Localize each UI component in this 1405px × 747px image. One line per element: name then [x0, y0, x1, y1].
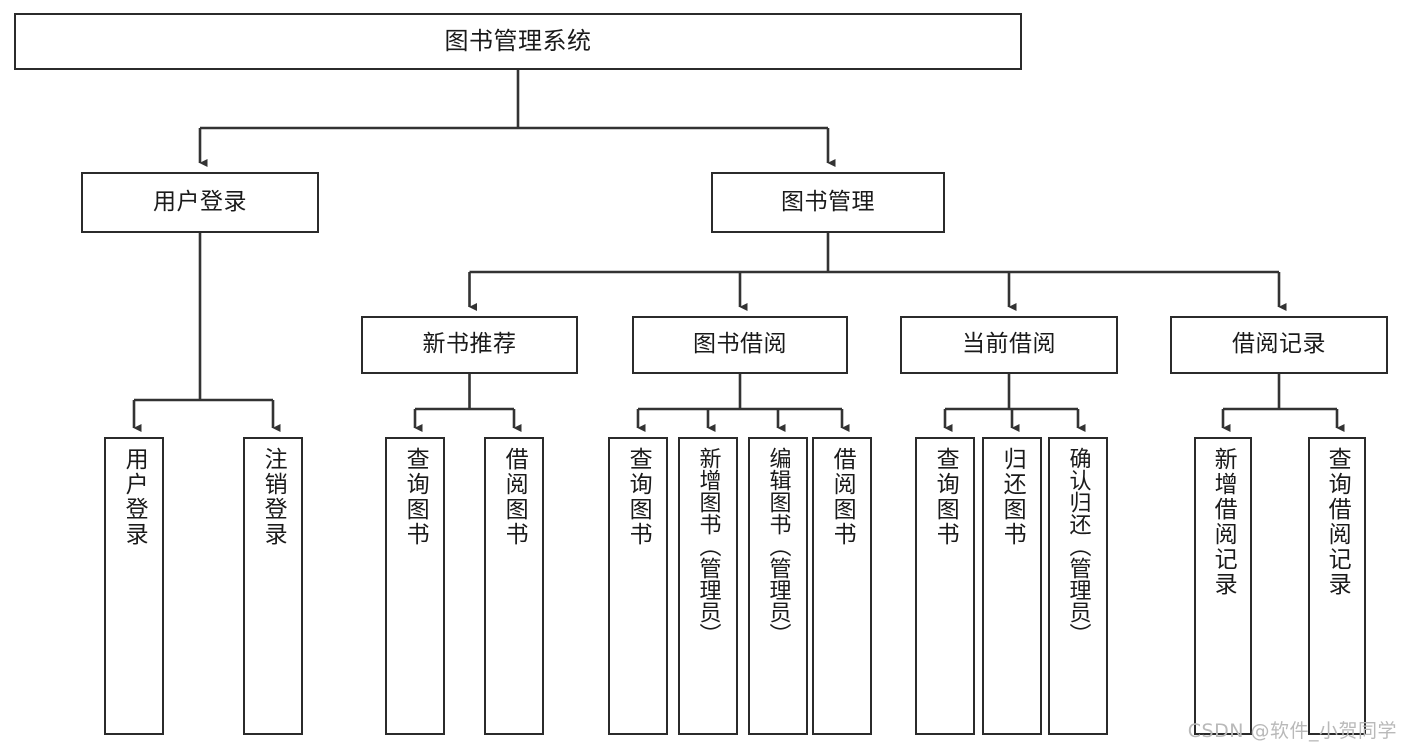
- node-label: 新书推荐: [422, 331, 517, 358]
- node-leaf-add-book[interactable]: 新增图书（管理员）: [678, 437, 738, 735]
- node-label: 图书管理系统: [444, 27, 592, 56]
- node-leaf-user-logout[interactable]: 注销登录: [243, 437, 303, 735]
- node-label: 新增借阅记录: [1210, 447, 1237, 597]
- node-label: 借阅图书: [501, 447, 528, 547]
- node-leaf-add-borrow-record[interactable]: 新增借阅记录: [1194, 437, 1252, 735]
- node-leaf-query-book-current[interactable]: 查询图书: [915, 437, 975, 735]
- node-label: 借阅记录: [1232, 331, 1326, 358]
- node-label: 查询图书: [625, 447, 652, 547]
- node-leaf-user-login[interactable]: 用户登录: [104, 437, 164, 735]
- node-label: 确认归还（管理员）: [1065, 447, 1091, 645]
- node-label: 注销登录: [260, 447, 287, 547]
- node-label: 查询借阅记录: [1324, 447, 1351, 597]
- node-borrow-record[interactable]: 借阅记录: [1170, 316, 1388, 374]
- node-label: 借阅图书: [829, 447, 856, 547]
- node-leaf-query-book-borrow[interactable]: 查询图书: [608, 437, 668, 735]
- node-label: 用户登录: [153, 188, 247, 215]
- node-label: 查询图书: [932, 447, 959, 547]
- node-leaf-return-book[interactable]: 归还图书: [982, 437, 1042, 735]
- node-book-management[interactable]: 图书管理: [711, 172, 945, 233]
- node-book-borrow[interactable]: 图书借阅: [632, 316, 848, 374]
- node-leaf-confirm-return[interactable]: 确认归还（管理员）: [1048, 437, 1108, 735]
- node-label: 新增图书（管理员）: [695, 447, 721, 645]
- node-leaf-borrow-book[interactable]: 借阅图书: [812, 437, 872, 735]
- node-root[interactable]: 图书管理系统: [14, 13, 1022, 70]
- node-new-book-recommend[interactable]: 新书推荐: [361, 316, 578, 374]
- node-label: 用户登录: [121, 447, 148, 547]
- node-leaf-borrow-book-recommend[interactable]: 借阅图书: [484, 437, 544, 735]
- node-label: 查询图书: [402, 447, 429, 547]
- node-label: 图书借阅: [693, 331, 787, 358]
- node-current-borrow[interactable]: 当前借阅: [900, 316, 1118, 374]
- watermark-label: CSDN @软件_小贺同学: [1187, 720, 1397, 742]
- node-label: 编辑图书（管理员）: [765, 447, 791, 645]
- node-user-login[interactable]: 用户登录: [81, 172, 319, 233]
- node-leaf-edit-book[interactable]: 编辑图书（管理员）: [748, 437, 808, 735]
- node-label: 当前借阅: [962, 331, 1056, 358]
- node-label: 归还图书: [999, 447, 1026, 547]
- node-leaf-query-book-recommend[interactable]: 查询图书: [385, 437, 445, 735]
- node-label: 图书管理: [781, 188, 875, 215]
- node-leaf-query-borrow-record[interactable]: 查询借阅记录: [1308, 437, 1366, 735]
